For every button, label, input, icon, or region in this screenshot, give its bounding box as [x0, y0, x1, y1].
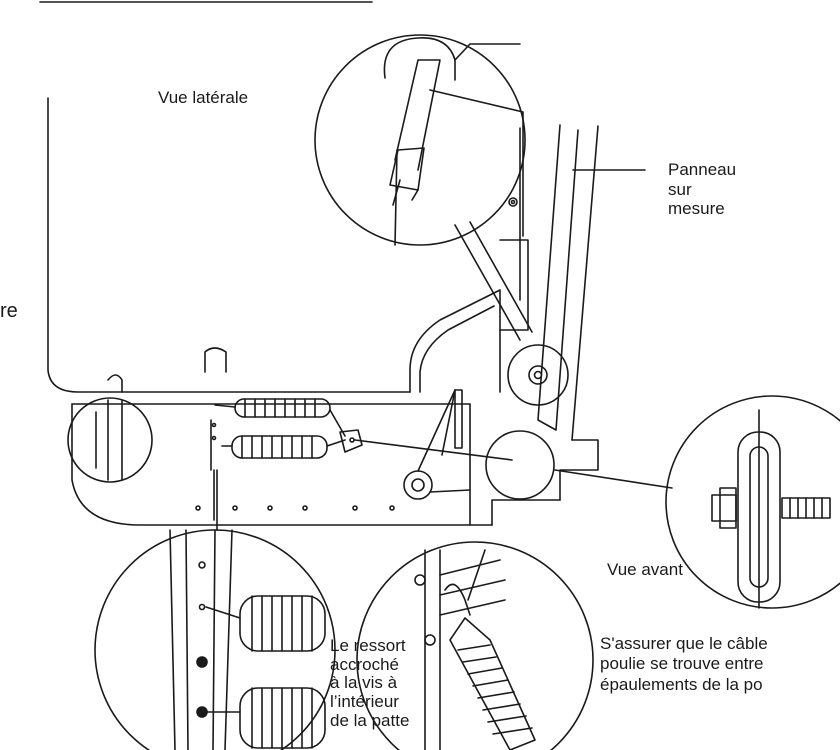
lower-spring	[221, 435, 346, 459]
left-detail-rail	[107, 399, 123, 481]
spring-link	[339, 429, 363, 453]
left-detail-hook	[107, 374, 123, 393]
lower-pulley	[485, 430, 555, 500]
pulley-front-detail	[711, 409, 831, 609]
anchor-plate	[210, 419, 217, 521]
front-view-label: Vue avant	[607, 560, 683, 579]
front-leader-line	[554, 469, 673, 489]
base-holes	[195, 505, 395, 511]
upper-pulley-hub	[528, 365, 548, 385]
cut-off-label-fragment: re	[0, 300, 18, 322]
spring-note-label: Le ressort accroché à la vis à l’intérie…	[330, 636, 410, 730]
door-foot	[491, 499, 561, 526]
cable-bracket	[454, 389, 463, 449]
wall-screw	[508, 197, 518, 207]
door-frame-lower	[409, 289, 501, 393]
magnifier-front	[665, 395, 840, 609]
door-foot-step	[559, 439, 599, 501]
custom-panel-label: Panneau sur mesure	[668, 160, 737, 219]
spring-pulley-detail	[414, 549, 536, 750]
cable-to-hinge	[417, 389, 456, 472]
upper-pulley-axle	[533, 370, 543, 380]
bracket-rod	[441, 389, 456, 456]
hinge-arm-2	[469, 221, 533, 333]
door-frame-inner	[419, 305, 495, 393]
hinge-bracket	[499, 239, 529, 331]
grip-detail	[383, 37, 524, 246]
magnifier-spring-pulley	[356, 541, 594, 750]
spring-link-pin	[349, 437, 355, 443]
tub-outline	[47, 97, 411, 393]
left-detail-circle	[67, 397, 153, 483]
custom-panel	[537, 124, 579, 431]
wall-screw-center	[510, 199, 516, 205]
spring-plate-detail	[169, 529, 326, 750]
upper-pulley	[507, 344, 569, 406]
hinge-arm-1	[454, 224, 521, 341]
cable-note-label: S'assurer que le câble poulie se trouve …	[600, 634, 768, 694]
small-pulley	[403, 470, 433, 500]
cable-bottom	[429, 489, 471, 493]
custom-panel-outer	[571, 125, 599, 441]
magnifier-top	[314, 34, 526, 246]
base-rail-outline	[71, 403, 493, 526]
cable-to-lower-pulley	[354, 439, 513, 461]
tub-handle	[204, 347, 227, 373]
small-pulley-hub	[411, 478, 425, 492]
side-view-label: Vue latérale	[158, 88, 249, 107]
